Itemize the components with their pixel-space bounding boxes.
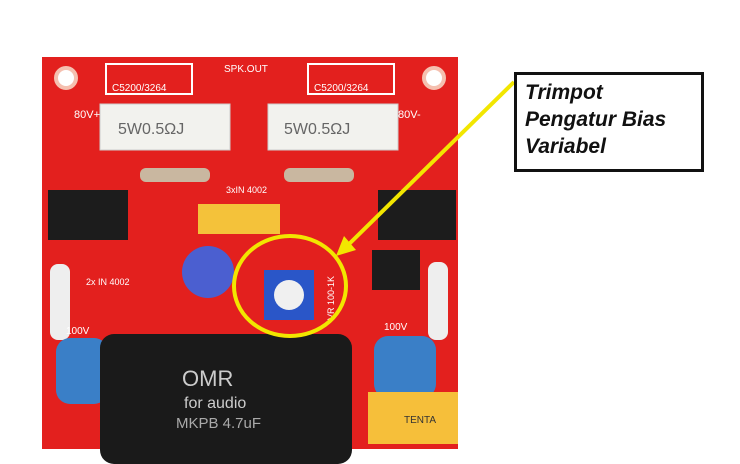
- callout-line: Pengatur Bias: [525, 108, 667, 131]
- omr-capacitor: [100, 334, 352, 464]
- trimpot-knob: [274, 280, 304, 310]
- box-capacitor: [198, 204, 280, 234]
- arrow-line: [343, 80, 516, 250]
- connector-left: [105, 63, 193, 95]
- resistor-right-label: 5W0.5ΩJ: [284, 121, 350, 138]
- highlight-circle: [232, 234, 348, 338]
- cap-brand-label: TENTA: [404, 415, 436, 426]
- callout-line: Variabel: [525, 135, 606, 158]
- cap-right-label: 100V: [384, 322, 408, 333]
- electrolytic-capacitor-right: [374, 336, 436, 398]
- resistor-left-label: 5W0.5ΩJ: [118, 121, 184, 138]
- omr-value-label: MKPB 4.7uF: [176, 415, 261, 432]
- transistor-right-label: C5200/3264: [314, 83, 369, 94]
- diodes-top-label: 3xIN 4002: [226, 185, 267, 195]
- resistor-vertical: [50, 264, 70, 340]
- mounting-hole: [54, 66, 78, 90]
- callout-box: Trimpot Pengatur Bias Variabel: [514, 72, 704, 172]
- transistor-left-label: C5200/3264: [112, 83, 167, 94]
- spk-out-label: SPK.OUT: [224, 64, 268, 75]
- electrolytic-capacitor: [182, 246, 234, 298]
- diodes-left-label: 2x IN 4002: [86, 277, 130, 287]
- transistor-left: [48, 190, 128, 240]
- v-minus-label: 80V-: [398, 109, 421, 121]
- connector-right: [307, 63, 395, 95]
- v-plus-label: 80V+: [74, 109, 100, 121]
- transistor-driver: [372, 250, 420, 290]
- transistor-right: [378, 190, 456, 240]
- arrow-head: [336, 236, 356, 256]
- resistor: [284, 168, 354, 182]
- mounting-hole: [422, 66, 446, 90]
- cap-left-label: 100V: [66, 326, 90, 337]
- resistor-vertical: [428, 262, 448, 340]
- resistor: [140, 168, 210, 182]
- omr-sub-label: for audio: [184, 395, 246, 412]
- callout-line: Trimpot: [525, 81, 603, 104]
- omr-label: OMR: [182, 366, 233, 391]
- trimpot-label: VR 100-1K: [326, 276, 336, 320]
- power-resistor-left: [99, 103, 231, 151]
- tenta-capacitor: [368, 392, 458, 444]
- power-resistor-right: [267, 103, 399, 151]
- electrolytic-capacitor-left: [56, 338, 108, 404]
